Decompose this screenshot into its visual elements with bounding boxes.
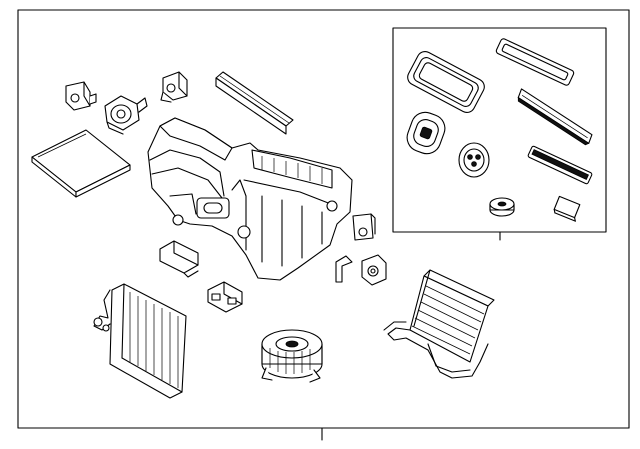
- actuator-5: [362, 255, 386, 285]
- actuator-1: [66, 82, 96, 110]
- hvac-housing: [148, 118, 352, 280]
- foam-pad-small: [553, 196, 582, 221]
- seal-round: [459, 143, 489, 177]
- outer-frame: [18, 10, 629, 440]
- actuator-3: [161, 72, 187, 102]
- seal-strip-top: [495, 38, 574, 86]
- cabin-air-filter: [32, 130, 130, 197]
- foam-strip-diagonal: [515, 89, 594, 146]
- foam-strip-short: [528, 146, 593, 185]
- evaporator-core: [94, 284, 186, 398]
- actuator-2: [105, 96, 147, 134]
- seal-oval: [403, 108, 449, 157]
- blower-motor: [262, 330, 322, 382]
- actuator-4: [353, 214, 375, 240]
- heater-core: [384, 270, 494, 378]
- blower-resistor: [208, 282, 242, 312]
- inset-box: [393, 28, 606, 240]
- resistor: [160, 241, 198, 277]
- seal-frame-large: [405, 49, 487, 116]
- grommet: [490, 198, 514, 216]
- actuator-link-arm: [336, 256, 352, 282]
- cabin-filter-strip: [216, 72, 293, 134]
